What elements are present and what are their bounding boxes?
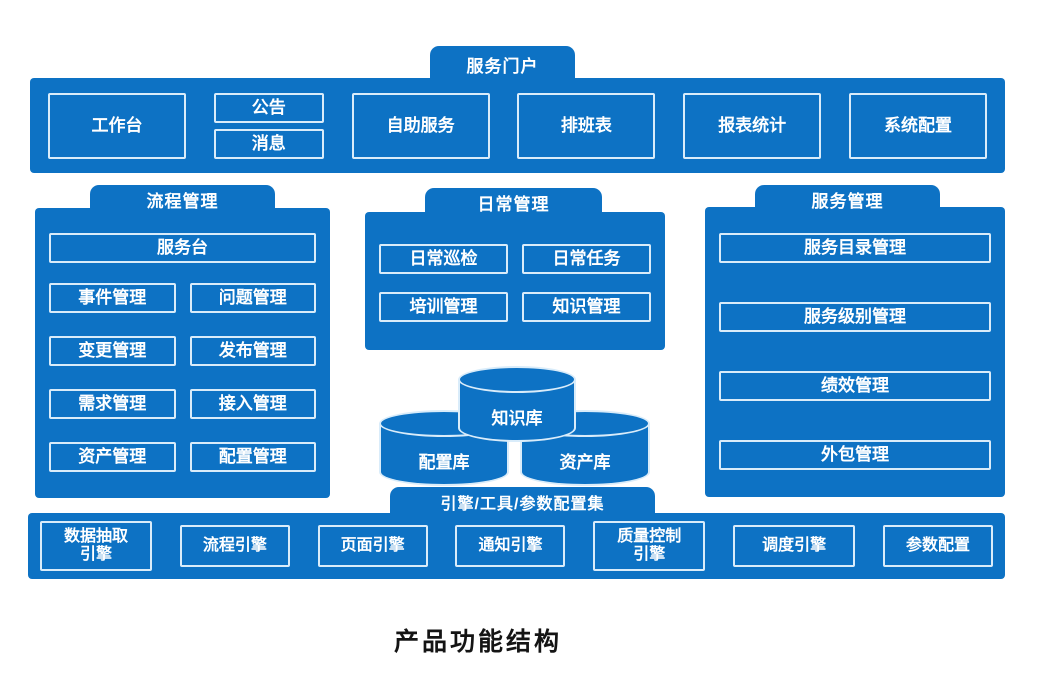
process-management-title: 流程管理 [146,191,219,211]
node-training-management: 培训管理 [379,292,508,322]
node-process-engine: 流程引擎 [179,525,290,567]
node-data-extraction-engine: 数据抽取 引擎 [40,521,152,571]
node-schedule: 排班表 [517,92,656,159]
process-management-header: 流程管理 [90,185,275,213]
node-service-catalog-management: 服务目录管理 [719,233,991,263]
engines-band: 数据抽取 引擎 流程引擎 页面引擎 通知引擎 质量控制 引擎 调度引擎 参数配置 [28,513,1005,579]
node-configuration-management: 配置管理 [189,442,316,472]
daily-management-panel: 日常巡检 日常任务 培训管理 知识管理 [365,212,665,350]
node-performance-management: 绩效管理 [719,371,991,401]
service-management-panel: 服务目录管理 服务级别管理 绩效管理 外包管理 [705,207,1005,497]
node-daily-inspection: 日常巡检 [379,244,508,274]
node-system-config: 系统配置 [848,92,987,159]
node-self-service: 自助服务 [351,92,490,159]
node-announcement: 公告 [213,92,324,123]
service-management-header: 服务管理 [755,185,940,213]
daily-management-title: 日常管理 [477,194,550,214]
node-daily-tasks: 日常任务 [522,244,651,274]
node-workbench: 工作台 [48,92,186,159]
announcement-message-stack: 公告 消息 [213,92,324,159]
daily-management-header: 日常管理 [425,188,602,216]
node-report-statistics: 报表统计 [683,92,822,159]
node-scheduling-engine: 调度引擎 [733,525,856,567]
node-quality-control-engine: 质量控制 引擎 [593,521,706,571]
node-problem-management: 问题管理 [189,283,316,313]
engines-header: 引擎/工具/参数配置集 [390,487,655,517]
node-access-management: 接入管理 [189,389,316,419]
cylinder-top [458,366,576,393]
node-incident-management: 事件管理 [49,283,176,313]
knowledge-base-label: 知识库 [491,408,543,428]
node-message: 消息 [213,128,324,159]
configuration-base-label: 配置库 [418,452,470,472]
node-demand-management: 需求管理 [49,389,176,419]
node-service-desk: 服务台 [49,233,316,263]
service-portal-band: 工作台 公告 消息 自助服务 排班表 报表统计 系统配置 [30,78,1005,173]
asset-base-label: 资产库 [559,452,611,472]
node-service-level-management: 服务级别管理 [719,302,991,332]
node-page-engine: 页面引擎 [317,525,428,567]
engines-title: 引擎/工具/参数配置集 [440,496,605,513]
node-change-management: 变更管理 [49,336,176,366]
node-outsourcing-management: 外包管理 [719,440,991,470]
node-asset-management: 资产管理 [49,442,176,472]
daily-grid: 日常巡检 日常任务 培训管理 知识管理 [379,244,651,322]
node-knowledge-management: 知识管理 [522,292,651,322]
node-release-management: 发布管理 [189,336,316,366]
service-portal-title: 服务门户 [466,56,539,76]
diagram-caption: 产品功能结构 [393,628,562,656]
service-management-title: 服务管理 [811,191,884,211]
service-portal-header: 服务门户 [430,46,575,82]
node-parameter-config: 参数配置 [882,525,993,567]
knowledge-base-cylinder: 知识库 [458,366,576,442]
node-notification-engine: 通知引擎 [455,525,566,567]
process-management-panel: 服务台 事件管理 问题管理 变更管理 发布管理 需求管理 接入管理 资产管理 配… [35,208,330,498]
process-grid: 事件管理 问题管理 变更管理 发布管理 需求管理 接入管理 资产管理 配置管理 [49,283,316,472]
